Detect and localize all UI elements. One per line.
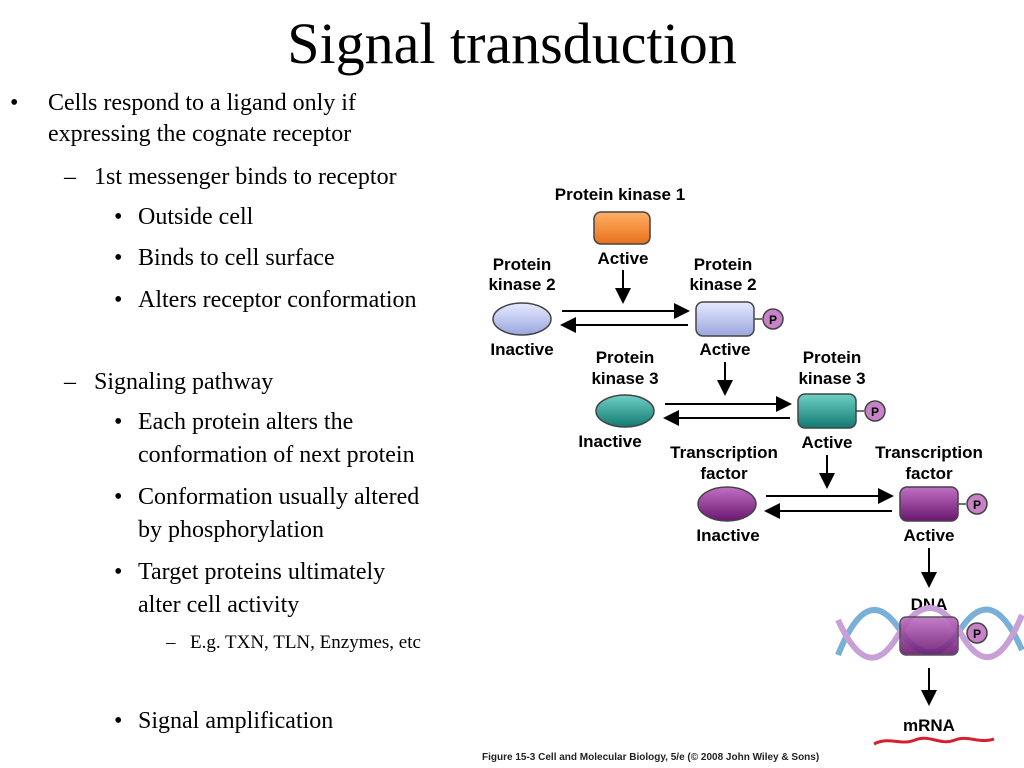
bullet-marker: • (114, 409, 123, 435)
phosphate-icon (966, 493, 988, 515)
slide-title: Signal transduction (287, 11, 737, 76)
subsub-text: by phosphorylation (138, 517, 324, 543)
phosphate-label: P (769, 313, 777, 327)
pk1-label: Protein kinase 1 (555, 185, 685, 204)
figure-caption: Figure 15-3 Cell and Molecular Biology, … (482, 752, 820, 763)
pk2-inactive-label-2: kinase 2 (488, 275, 555, 294)
pk1-state-label: Active (597, 249, 648, 268)
bullet-text: expressing the cognate receptor (48, 121, 352, 147)
pk2-active-label-1: Protein (694, 255, 753, 274)
bullet-marker: • (114, 245, 123, 271)
subsub-text: Outside cell (138, 204, 254, 230)
pk3-inactive-label-1: Protein (596, 348, 655, 367)
pk1-active-shape (593, 211, 651, 245)
bullet-marker: • (114, 204, 123, 230)
pk3-active-state: Active (801, 433, 852, 452)
phosphate-label: P (973, 498, 981, 512)
subsub-text: Alters receptor conformation (138, 287, 417, 313)
tf-on-dna-shape (899, 616, 959, 656)
subbullet-text: 1st messenger binds to receptor (94, 164, 397, 190)
tf-active-state: Active (903, 526, 954, 545)
mrna-strand (873, 736, 995, 746)
subsub-text: Each protein alters the (138, 409, 354, 435)
dash-marker: – (64, 164, 76, 190)
pk2-active-shape (695, 301, 755, 337)
dash-marker: – (64, 369, 76, 395)
pk3-active-shape (797, 393, 857, 429)
subsub-text: Conformation usually altered (138, 484, 420, 510)
pk3-inactive-label-2: kinase 3 (591, 369, 658, 388)
tf-inactive-label-2: factor (700, 464, 748, 483)
bullet-marker: • (114, 708, 123, 734)
phosphate-icon (966, 622, 988, 644)
tf-inactive-shape (697, 486, 757, 522)
subsub-text: Binds to cell surface (138, 245, 335, 271)
tf-inactive-label-1: Transcription (670, 443, 778, 462)
bullet-marker: • (10, 90, 19, 116)
phosphate-label: P (973, 627, 981, 641)
dna-strand-2 (835, 605, 1024, 661)
signal-cascade-diagram: Protein kinase 1 Active Protein kinase 2… (488, 185, 1024, 746)
bullet-marker: • (114, 287, 123, 313)
subsub-text: Target proteins ultimately (138, 559, 386, 585)
bullet-text: Cells respond to a ligand only if (48, 90, 356, 116)
mrna-label: mRNA (903, 716, 955, 735)
phosphate-icon (864, 400, 886, 422)
pk2-active-label-2: kinase 2 (689, 275, 756, 294)
pk2-inactive-label-1: Protein (493, 255, 552, 274)
dash-marker: – (166, 632, 176, 653)
bullet-marker: • (114, 484, 123, 510)
tf-active-shape (899, 486, 959, 522)
subsub-text: alter cell activity (138, 592, 300, 618)
subsub-text: conformation of next protein (138, 442, 415, 468)
pk3-active-label-2: kinase 3 (798, 369, 865, 388)
subsubsub-text: E.g. TXN, TLN, Enzymes, etc (190, 632, 421, 653)
phosphate-icon (762, 308, 784, 330)
pk2-inactive-shape (492, 302, 552, 336)
pk3-active-label-1: Protein (803, 348, 862, 367)
phosphate-label: P (871, 405, 879, 419)
pk3-inactive-state: Inactive (578, 432, 641, 451)
pk2-inactive-state: Inactive (490, 340, 553, 359)
tf-active-label-2: factor (905, 464, 953, 483)
bullet-marker: • (114, 559, 123, 585)
subsub-text: Signal amplification (138, 708, 334, 734)
pk3-inactive-shape (595, 394, 655, 428)
pk2-active-state: Active (699, 340, 750, 359)
tf-active-label-1: Transcription (875, 443, 983, 462)
subbullet-text: Signaling pathway (94, 369, 274, 395)
tf-inactive-state: Inactive (696, 526, 759, 545)
